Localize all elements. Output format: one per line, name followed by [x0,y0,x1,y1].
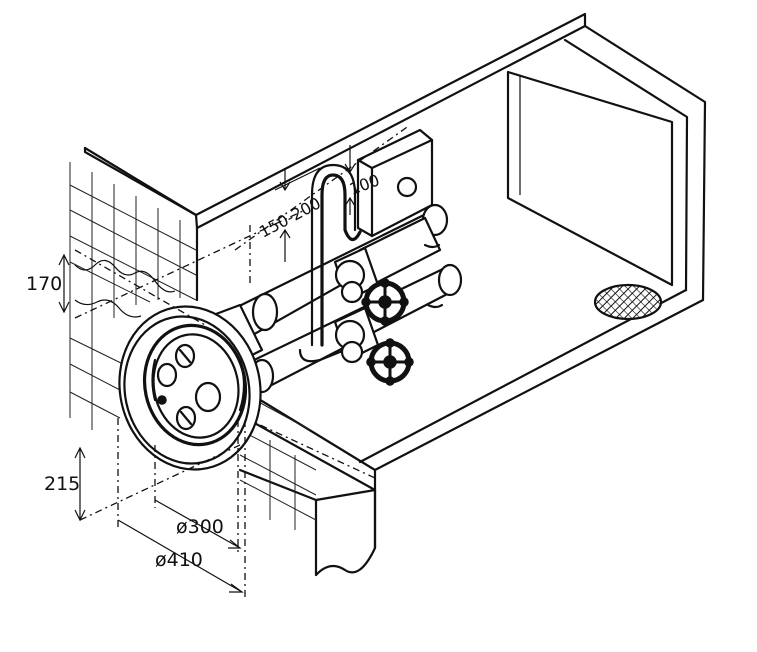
upper-valve [333,246,409,326]
dimension-150-200-label: 150-200 [256,193,324,241]
dimension-dia300-label: ø300 [176,516,224,538]
dimension-dia410-label: ø410 [155,549,203,571]
tiled-pool-wall [69,146,317,530]
handwheel-icon [361,278,409,326]
drain-grate-icon [593,283,663,321]
dimension-170-label: 170 [26,273,62,295]
jet-fitting [118,303,264,471]
control-box [356,128,434,238]
lower-valve [333,306,414,386]
dimension-lines [58,124,411,600]
handwheel-icon [366,338,414,386]
technical-pit [83,12,707,577]
dimension-215-label: 215 [44,473,80,495]
